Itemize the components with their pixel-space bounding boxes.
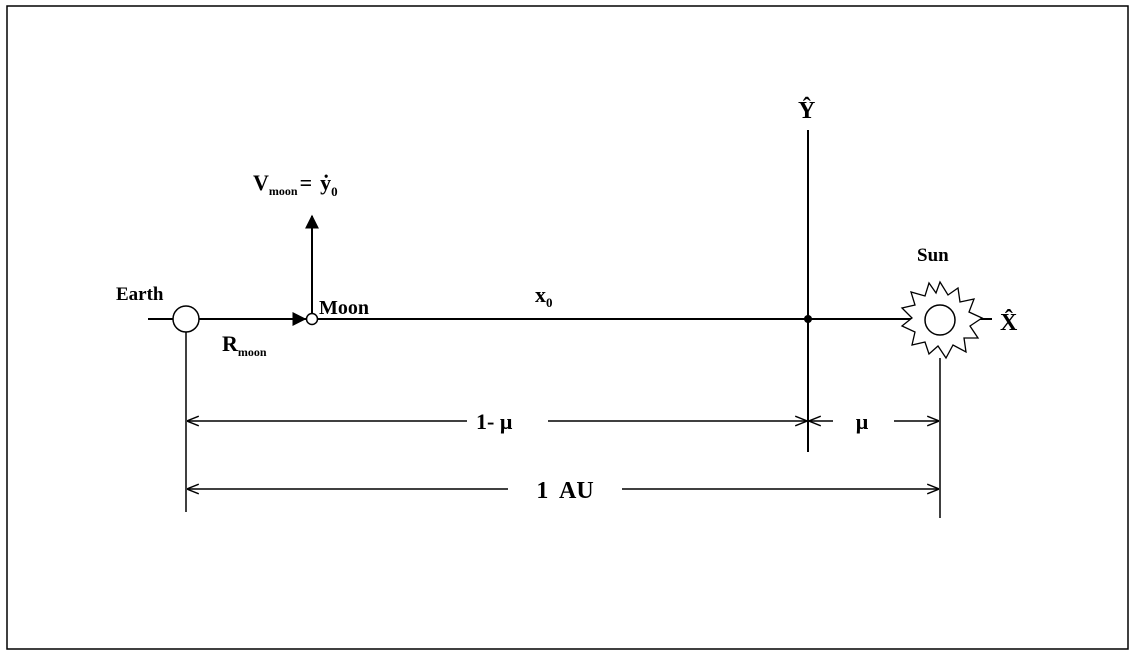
earth-label: Earth — [116, 284, 164, 305]
x0-main: x — [535, 282, 546, 307]
moon-circle — [305, 312, 319, 326]
r-moon-label: Rmoon — [222, 331, 267, 359]
x0-sub: 0 — [546, 295, 553, 310]
sun-label: Sun — [917, 245, 949, 266]
v-moon-sub: moon — [269, 184, 298, 198]
frame-border — [6, 5, 1129, 650]
dim-one-minus-mu-label: 1- μ — [476, 409, 513, 434]
sun-circle — [924, 304, 956, 336]
r-moon-main: R — [222, 331, 239, 356]
v-moon-main: V — [253, 170, 269, 195]
v-moon-label: Vmoon= ẏ0 — [253, 170, 338, 199]
v-moon-equals: = — [300, 170, 313, 195]
v-moon-rhs-sub: 0 — [331, 184, 338, 199]
axis-y-label: Ŷ — [798, 97, 815, 124]
r-moon-sub: moon — [238, 345, 267, 359]
axis-x-label: X̂ — [1000, 309, 1018, 336]
dim-au-label: 1 AU — [536, 478, 593, 504]
sun-icon — [900, 280, 984, 360]
barycenter-dot — [804, 315, 812, 323]
dim-mu-label: μ — [856, 409, 869, 434]
v-moon-rhs: ẏ — [320, 170, 331, 195]
x0-label: x0 — [535, 282, 553, 310]
earth-circle — [172, 305, 200, 333]
moon-label: Moon — [319, 297, 369, 319]
